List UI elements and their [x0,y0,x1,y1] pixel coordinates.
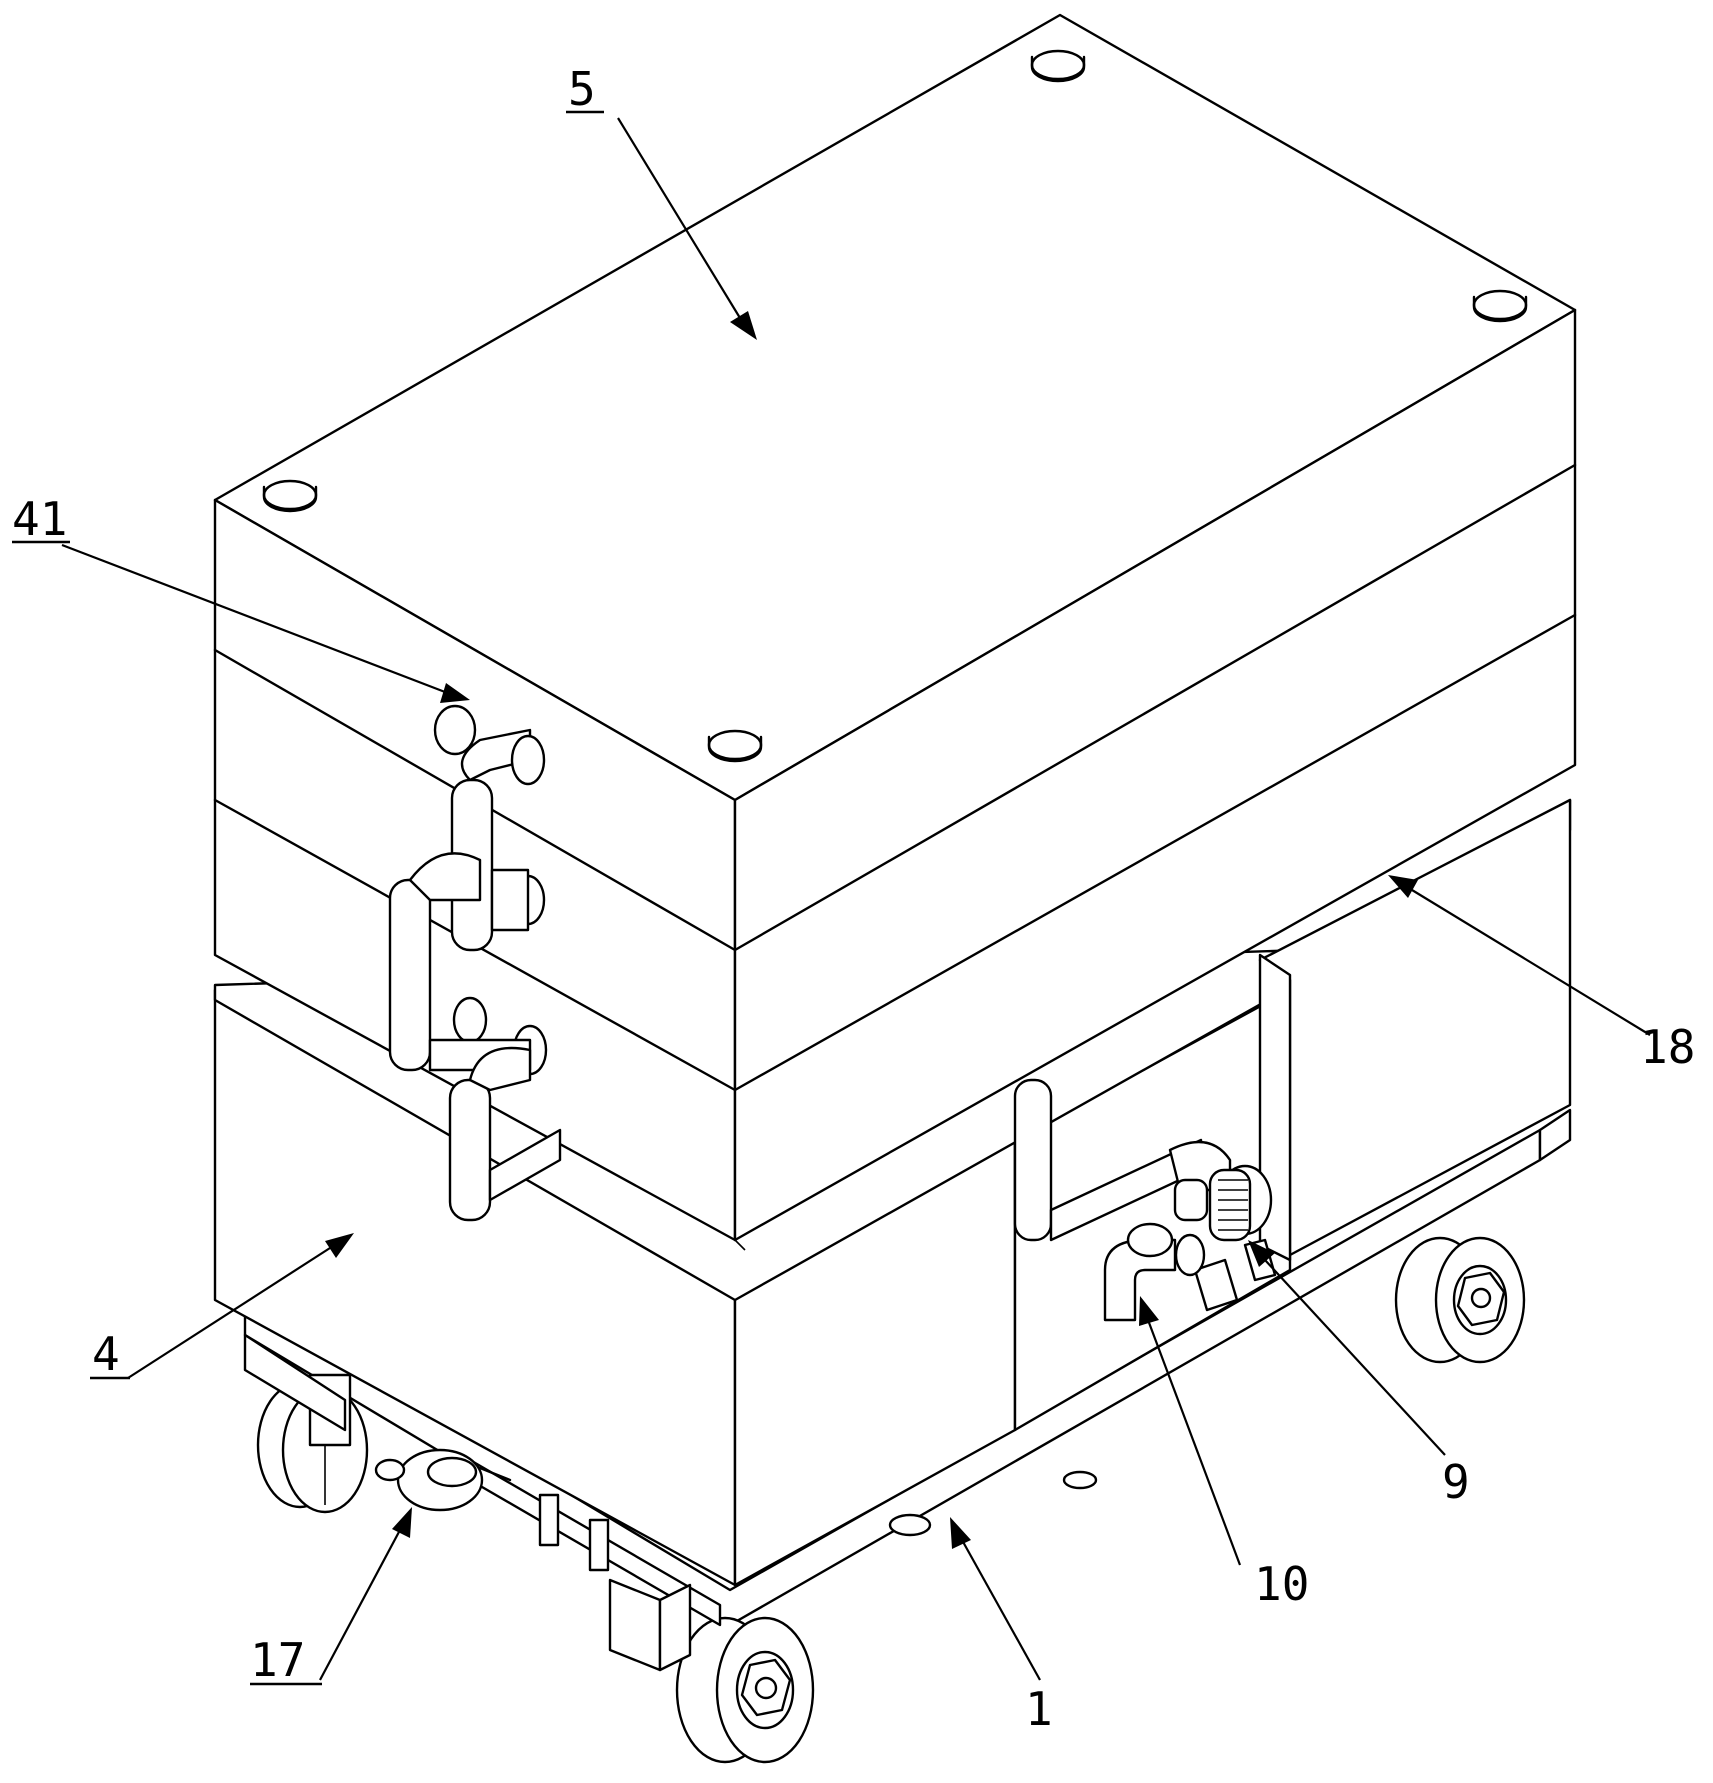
label-41: 41 [12,492,67,546]
pin-2 [1472,289,1528,323]
valve [1193,1164,1277,1312]
callouts [61,117,1651,1681]
label-5: 5 [568,62,596,116]
undercarriage [243,1333,1098,1672]
guide-pins [262,49,1528,763]
label-1: 1 [1025,1682,1053,1736]
labels: 5 41 18 4 9 10 17 1 [12,62,1695,1736]
pin-4 [707,729,763,763]
cooling-pipes [388,704,562,1222]
nozzle [1103,1222,1206,1322]
wheel-rear-right [1394,1236,1526,1364]
label-18: 18 [1640,1020,1695,1074]
pin-1 [1030,49,1086,83]
label-17: 17 [250,1633,305,1687]
right-face [733,308,1577,1242]
label-4: 4 [92,1327,120,1381]
tow-ring [374,1448,512,1512]
label-10: 10 [1254,1557,1309,1611]
pin-3 [262,479,318,513]
label-9: 9 [1442,1455,1470,1509]
wheel-front-left [675,1616,815,1764]
